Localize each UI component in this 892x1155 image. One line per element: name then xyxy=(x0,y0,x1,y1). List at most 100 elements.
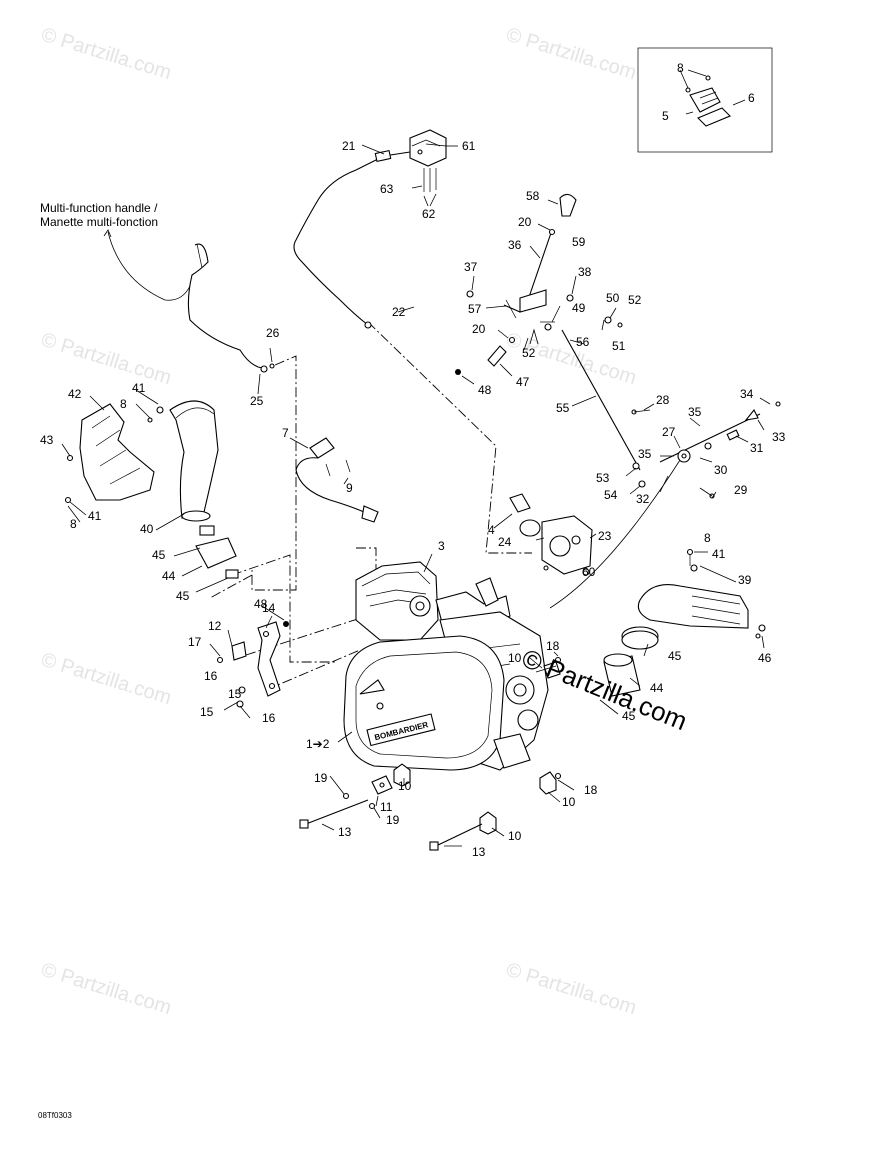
callout-10-right: 10 xyxy=(562,795,576,809)
callout-42: 42 xyxy=(68,387,82,401)
watermark-bottom-left: © Partzilla.com xyxy=(39,959,174,1019)
callout-34: 34 xyxy=(740,387,754,401)
callout-7: 7 xyxy=(282,426,289,440)
callout-29: 29 xyxy=(734,483,748,497)
callout-21: 21 xyxy=(342,139,356,153)
callout-51: 51 xyxy=(612,339,626,353)
callout-19-left: 19 xyxy=(314,771,328,785)
callout-1-to-2: 1➔2 xyxy=(306,737,330,751)
callout-27: 27 xyxy=(662,425,676,439)
callout-8-right: 8 xyxy=(704,531,711,545)
throttle-body-23 xyxy=(509,493,593,576)
callout-20-lower: 20 xyxy=(472,322,486,336)
muffler-39 xyxy=(637,548,766,639)
callout-56: 56 xyxy=(576,335,590,349)
engine-block: BOMBARDIER xyxy=(343,561,549,771)
callout-10-top: 10 xyxy=(508,651,522,665)
callout-30: 30 xyxy=(714,463,728,477)
callout-15-bottom: 15 xyxy=(200,705,214,719)
callout-45-c: 45 xyxy=(668,649,682,663)
callout-22: 22 xyxy=(392,305,406,319)
callout-31: 31 xyxy=(750,441,764,455)
callout-53: 53 xyxy=(596,471,610,485)
choke-cable-assembly xyxy=(293,149,411,329)
callout-16-top: 16 xyxy=(204,669,218,683)
callout-48-bottom: 48 xyxy=(254,597,268,611)
callout-labels: 8 6 5 21 61 63 62 22 58 20 59 36 37 38 5… xyxy=(40,61,786,859)
callout-8-left: 8 xyxy=(120,397,127,411)
exhaust-pipe-40 xyxy=(169,400,219,522)
callout-55: 55 xyxy=(556,401,570,415)
callout-10-bottom: 10 xyxy=(508,829,522,843)
figure-code: 08Tf0303 xyxy=(38,1111,72,1120)
exhaust-sleeve-left xyxy=(195,525,239,579)
callout-45-b: 45 xyxy=(176,589,190,603)
sensor-wire-7 xyxy=(295,437,379,523)
callout-13-right: 13 xyxy=(472,845,486,859)
callout-36: 36 xyxy=(508,238,522,252)
callout-62: 62 xyxy=(422,207,436,221)
callout-35-top: 35 xyxy=(688,405,702,419)
callout-17: 17 xyxy=(188,635,202,649)
callout-48-top: 48 xyxy=(478,383,492,397)
callout-54: 54 xyxy=(604,488,618,502)
callout-3: 3 xyxy=(438,539,445,553)
handle-note-line1: Multi-function handle / xyxy=(40,201,158,215)
callout-60: 60 xyxy=(582,565,596,579)
callout-50: 50 xyxy=(606,291,620,305)
callout-40: 40 xyxy=(140,522,154,536)
callout-37: 37 xyxy=(464,260,478,274)
callout-32: 32 xyxy=(636,492,650,506)
callout-43: 43 xyxy=(40,433,54,447)
callout-18-bottom: 18 xyxy=(584,783,598,797)
callout-41-right: 41 xyxy=(712,547,726,561)
callout-5: 5 xyxy=(662,109,669,123)
callout-47: 47 xyxy=(516,375,530,389)
callout-63: 63 xyxy=(380,182,394,196)
throttle-cable-assembly xyxy=(187,243,275,395)
callout-25: 25 xyxy=(250,394,264,408)
callout-12: 12 xyxy=(208,619,222,633)
callout-46: 46 xyxy=(758,651,772,665)
callout-44-left: 44 xyxy=(162,569,176,583)
callout-45-d: 45 xyxy=(622,709,636,723)
callout-61: 61 xyxy=(462,139,476,153)
callout-24: 24 xyxy=(498,535,512,549)
callout-10-left: 10 xyxy=(398,779,412,793)
callout-28: 28 xyxy=(656,393,670,407)
callout-15-top: 15 xyxy=(228,687,242,701)
callout-14: 14 xyxy=(262,601,276,615)
callout-18-top: 18 xyxy=(546,639,560,653)
callout-6: 6 xyxy=(748,91,755,105)
shift-linkage-rod xyxy=(659,401,781,499)
watermark-top-left: © Partzilla.com xyxy=(39,24,174,84)
callout-58: 58 xyxy=(526,189,540,203)
callout-44-right: 44 xyxy=(650,681,664,695)
callout-8-bottom: 8 xyxy=(70,517,77,531)
callout-26: 26 xyxy=(266,326,280,340)
callout-33: 33 xyxy=(772,430,786,444)
watermark-mid-left: © Partzilla.com xyxy=(39,329,174,389)
callout-52-right: 52 xyxy=(628,293,642,307)
callout-19-bottom: 19 xyxy=(386,813,400,827)
callout-4: 4 xyxy=(488,523,495,537)
callout-16-bottom: 16 xyxy=(262,711,276,725)
callout-59: 59 xyxy=(572,235,586,249)
callout-49: 49 xyxy=(572,301,586,315)
handle-note-line2: Manette multi-fonction xyxy=(40,215,158,229)
exhaust-sleeve-right xyxy=(603,626,659,697)
callout-8: 8 xyxy=(677,61,684,75)
callout-57: 57 xyxy=(468,302,482,316)
handle-note: Multi-function handle / Manette multi-fo… xyxy=(40,201,191,301)
part-61-switch xyxy=(409,129,458,207)
engine-bracket-14 xyxy=(216,621,289,708)
callout-38: 38 xyxy=(578,265,592,279)
callout-23: 23 xyxy=(598,529,612,543)
watermark-bottom-right: © Partzilla.com xyxy=(504,959,639,1019)
callout-39: 39 xyxy=(738,573,752,587)
callout-9: 9 xyxy=(346,481,353,495)
gear-shifter-assembly xyxy=(455,193,651,488)
callout-41-top: 41 xyxy=(132,381,146,395)
watermark-top-right: © Partzilla.com xyxy=(504,24,639,84)
